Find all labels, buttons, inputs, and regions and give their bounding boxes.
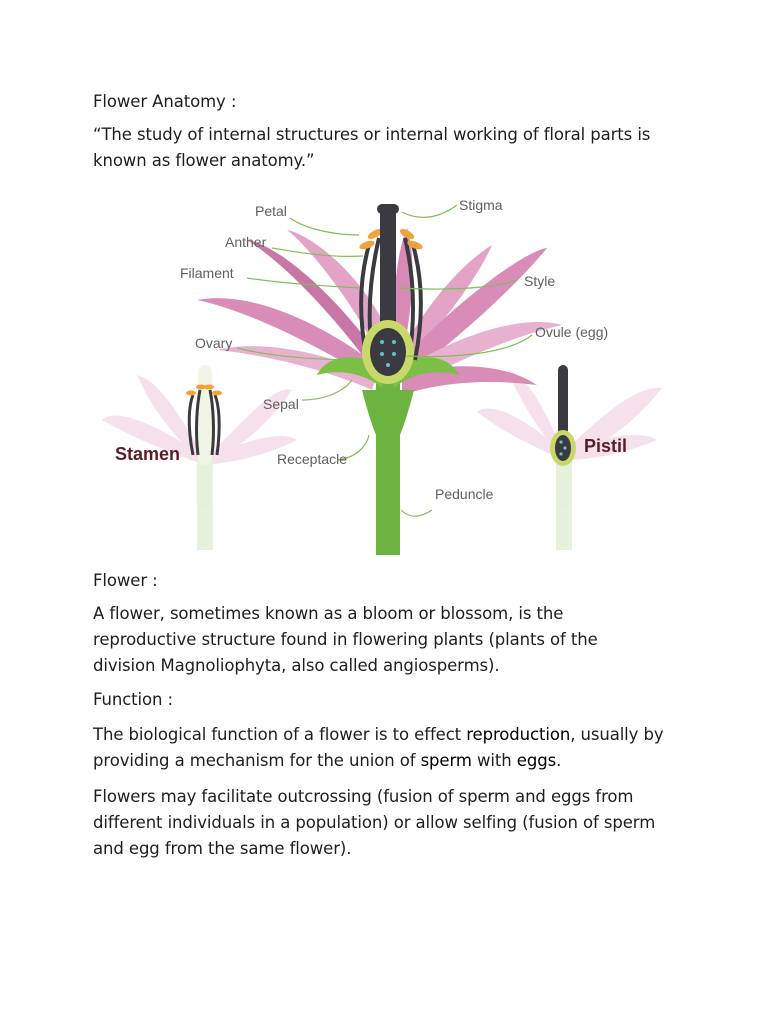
- text-run: with: [471, 751, 517, 770]
- outcrossing-line: and egg from the same flower).: [93, 839, 352, 858]
- flower-anatomy-diagram: Stamen Pistil: [102, 197, 662, 555]
- outcrossing-line: Flowers may facilitate outcrossing (fusi…: [93, 787, 634, 806]
- label-ovary: Ovary: [195, 335, 232, 351]
- label-style: Style: [524, 273, 555, 289]
- function-heading: Function :: [93, 690, 173, 709]
- quote-line: known as flower anatomy.”: [93, 151, 315, 170]
- label-receptacle: Receptacle: [277, 451, 347, 467]
- page-title: Flower Anatomy :: [93, 92, 237, 111]
- outcrossing-paragraph: Flowers may facilitate outcrossing (fusi…: [93, 784, 693, 862]
- reproduction-link[interactable]: reproduction: [466, 725, 571, 744]
- label-ovule: Ovule (egg): [535, 324, 608, 340]
- label-peduncle: Peduncle: [435, 486, 494, 502]
- stamen-parts: [186, 384, 222, 456]
- flower-paragraph: A flower, sometimes known as a bloom or …: [93, 601, 693, 679]
- label-sepal: Sepal: [263, 396, 299, 412]
- label-leader-lines: [236, 204, 533, 517]
- function-line: The biological function of a flower is t…: [93, 722, 703, 748]
- label-anther: Anther: [225, 234, 267, 250]
- flower-line: reproductive structure found in flowerin…: [93, 630, 598, 649]
- eggs-link[interactable]: eggs: [516, 751, 557, 770]
- label-petal: Petal: [255, 203, 287, 219]
- flower-heading: Flower :: [93, 571, 158, 590]
- text-run: providing a mechanism for the union of: [93, 751, 421, 770]
- text-run: The biological function of a flower is t…: [93, 725, 467, 744]
- function-line: providing a mechanism for the union of s…: [93, 748, 703, 774]
- label-filament: Filament: [180, 265, 234, 281]
- quote-line: “The study of internal structures or int…: [93, 125, 651, 144]
- main-flower-illustration: [197, 204, 562, 555]
- text-run: .: [556, 751, 562, 770]
- sperm-link[interactable]: sperm: [420, 751, 472, 770]
- outcrossing-line: different individuals in a population) o…: [93, 813, 656, 832]
- flower-line: division Magnoliophyta, also called angi…: [93, 656, 500, 675]
- function-paragraph: The biological function of a flower is t…: [93, 722, 703, 774]
- stamen-label: Stamen: [115, 444, 180, 464]
- pistil-label: Pistil: [584, 436, 627, 456]
- pistil-parts: [550, 365, 576, 466]
- stamen-flower-illustration: [102, 365, 297, 550]
- flower-line: A flower, sometimes known as a bloom or …: [93, 604, 564, 623]
- text-run: , usually by: [570, 725, 664, 744]
- definition-quote: “The study of internal structures or int…: [93, 122, 703, 174]
- label-stigma: Stigma: [459, 197, 503, 213]
- pistil-flower-illustration: [477, 370, 662, 550]
